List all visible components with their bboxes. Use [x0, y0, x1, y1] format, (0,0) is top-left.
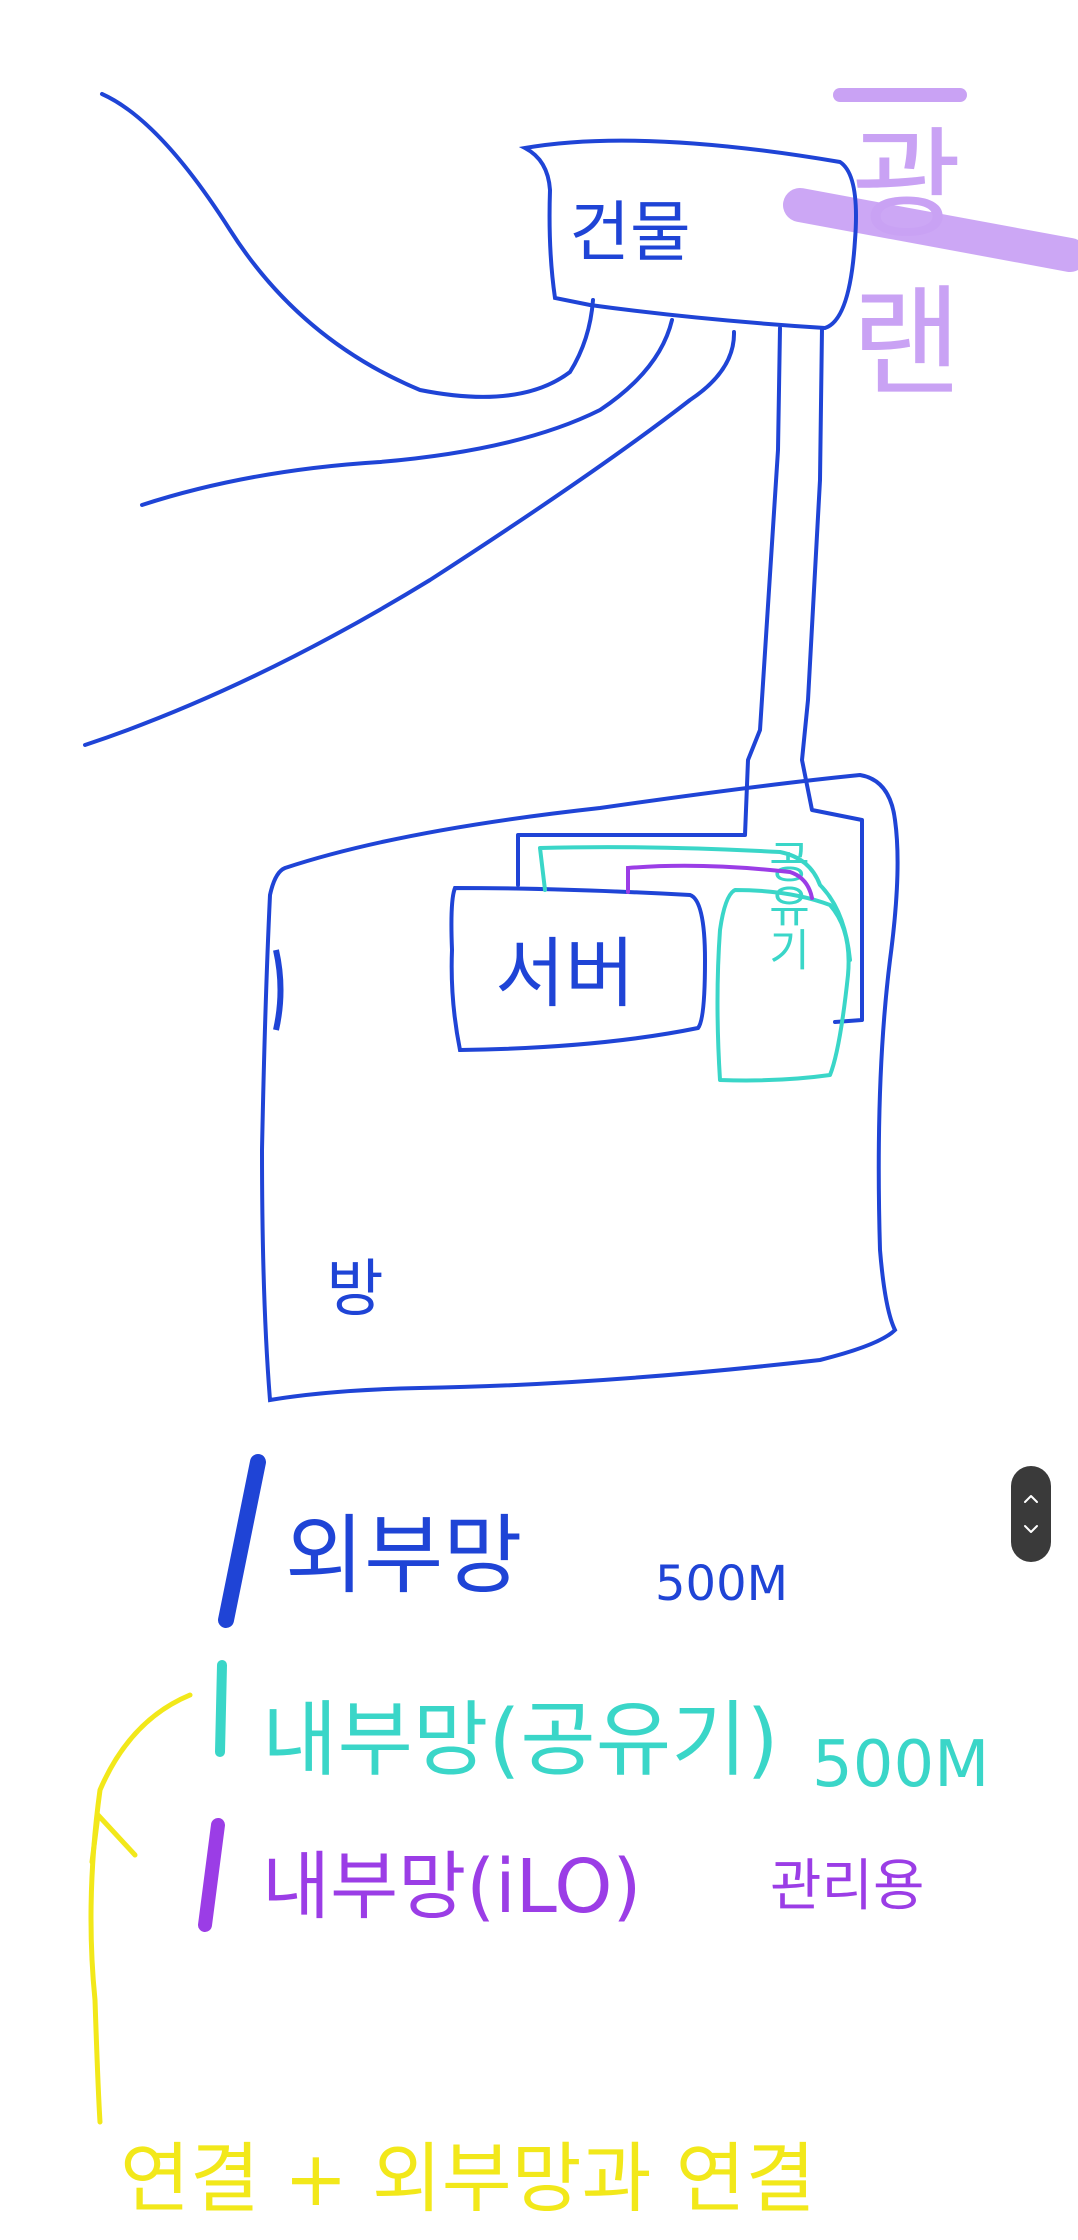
legend-suffix-internal: 500M [812, 1728, 989, 1802]
fiber-line [516, 326, 782, 887]
fiber-label-group: 광 랜 [783, 88, 1078, 399]
legend-label-internal: 내부망(공유기) [262, 1693, 779, 1788]
footnote: 연결 + 외부망과 연결 [120, 2134, 816, 2223]
legend-suffix-external: 500M [655, 1556, 788, 1612]
outbound-line [83, 330, 737, 747]
room-outline [259, 772, 900, 1403]
room-box: 방 [259, 772, 900, 1403]
scroll-down-button[interactable] [1021, 1519, 1041, 1539]
chevron-down-icon [1024, 1525, 1038, 1533]
yellow-annotation [88, 1692, 193, 2125]
ilo-line [626, 863, 814, 900]
building-label: 건물 [569, 194, 690, 271]
fiber-label: 광 랜 [826, 121, 965, 399]
highlighter-stroke [783, 188, 1078, 272]
router-outline [715, 888, 851, 1083]
outbound-line [140, 318, 674, 507]
outbound-line [100, 92, 595, 399]
fiber-lines [516, 326, 864, 1024]
legend-label-external: 외부망 [285, 1506, 522, 1606]
legend-swatch-internal [215, 1660, 227, 1757]
server-outline [449, 885, 708, 1053]
internal-network [538, 845, 852, 1083]
room-label: 방 [326, 1252, 383, 1325]
scroll-up-button[interactable] [1021, 1489, 1041, 1509]
fiber-line [800, 326, 864, 1024]
legend: 외부망 500M 내부망(공유기) 500M 내부망(iLO) 관리용 [198, 1454, 989, 1932]
legend-label-ilo: 내부망(iLO) [262, 1844, 641, 1930]
server-box: 서버 [449, 885, 708, 1053]
outbound-lines [83, 92, 737, 747]
legend-swatch-external [218, 1454, 266, 1628]
room-door [273, 949, 284, 1031]
chevron-up-icon [1024, 1495, 1038, 1503]
arrow-head [89, 1812, 138, 1865]
bracket-arrow [88, 1692, 193, 2125]
internal-line [538, 845, 852, 962]
legend-swatch-ilo [198, 1818, 225, 1932]
legend-suffix-ilo: 관리용 [770, 1854, 925, 1919]
router-label: 공유기 [760, 839, 811, 971]
building-box: 건물 [518, 138, 858, 331]
building-outline [518, 138, 858, 331]
scroll-widget[interactable] [1011, 1466, 1051, 1562]
server-label: 서버 [495, 929, 635, 1018]
